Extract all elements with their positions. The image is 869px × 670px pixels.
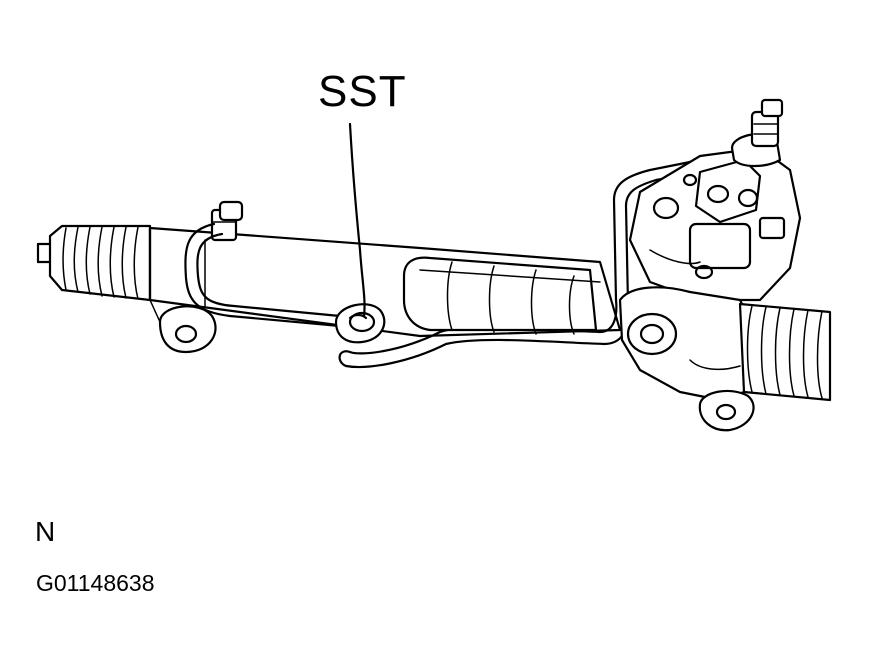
left-bellows-boot bbox=[36, 224, 152, 302]
sst-leader-line bbox=[348, 122, 366, 318]
view-marker-label: N bbox=[35, 516, 56, 547]
rack-cylinder-segments bbox=[402, 256, 601, 335]
figure-code-label: G01148638 bbox=[36, 570, 155, 596]
sst-callout-label: SST bbox=[318, 67, 407, 116]
right-bellows-boot bbox=[738, 302, 832, 402]
right-gear-housing bbox=[618, 286, 762, 432]
left-mount-bushing bbox=[149, 299, 217, 354]
sst-tool bbox=[334, 303, 386, 344]
valve-body-housing bbox=[628, 146, 802, 302]
pinion-input-shaft bbox=[730, 98, 784, 168]
hydraulic-pipes bbox=[184, 158, 704, 369]
left-pipe-fitting bbox=[210, 200, 244, 242]
